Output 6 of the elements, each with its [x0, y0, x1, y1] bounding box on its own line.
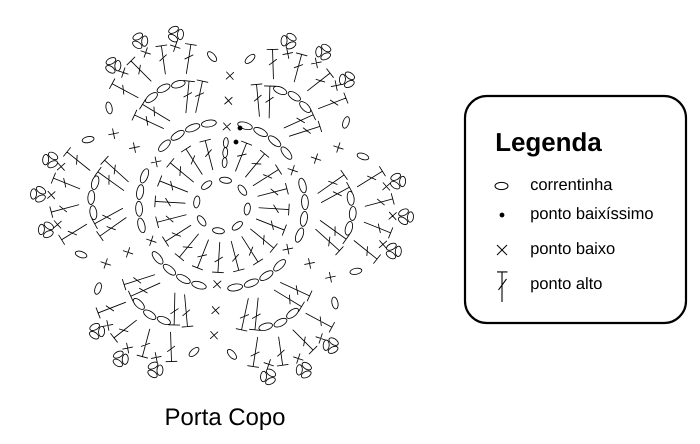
caption: Porta Copo — [166, 408, 284, 430]
legend-label: ponto alto — [531, 277, 602, 292]
legend-label: correntinha — [530, 178, 612, 190]
legend-label: ponto baixíssimo — [531, 206, 653, 222]
legend-title: Legenda — [496, 132, 602, 156]
legend-label: ponto baixo — [531, 242, 614, 258]
